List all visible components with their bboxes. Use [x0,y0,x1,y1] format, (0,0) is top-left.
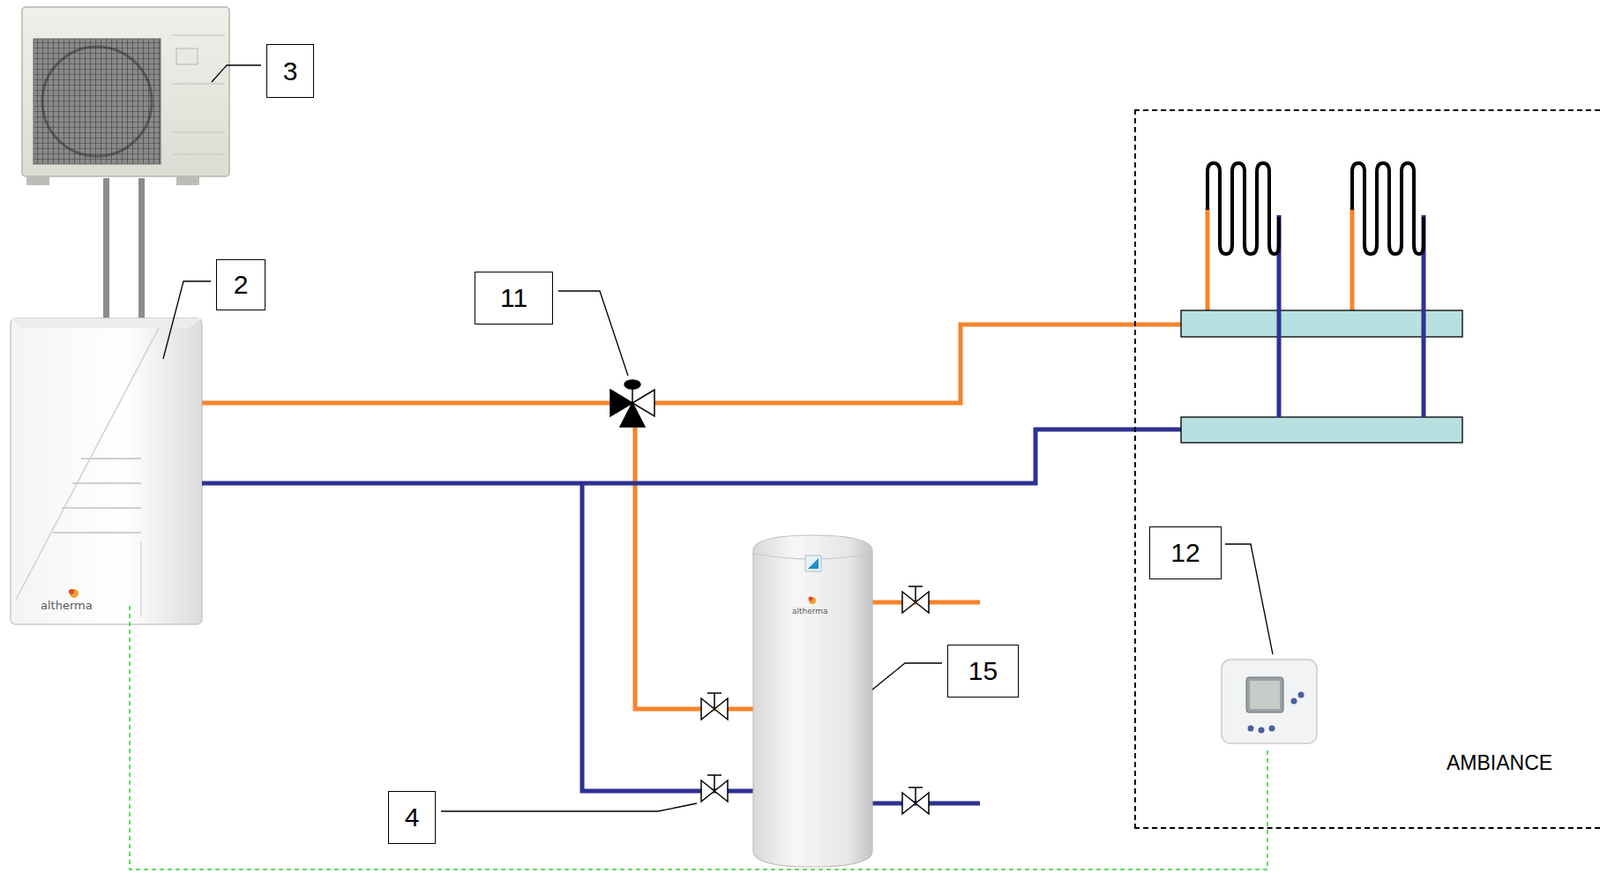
callout-number: 15 [968,656,998,687]
callout-box: 12 [1149,526,1222,580]
manifold [1181,310,1463,443]
leader-line [558,291,629,376]
callout-box: 3 [266,44,315,98]
callout-number: 2 [233,269,249,300]
refrigerant-pipes [103,178,145,326]
heating-coil [1207,163,1424,255]
return-pipes [201,429,1182,804]
shutoff-valve [701,586,929,815]
brand-logo-text: altherma [40,598,93,613]
callout-box: 2 [216,259,266,311]
room-thermostat [1221,659,1317,744]
outdoor-unit [22,7,230,186]
leader-line [163,281,211,359]
zone-label: AMBIANCE [1446,751,1553,776]
room-zone: AMBIANCE 12 [1134,109,1600,830]
leader-line [441,803,697,812]
hot-water-tank [753,535,873,868]
leader-line [872,663,943,690]
callout-box: 11 [474,271,554,325]
leader-line [211,65,262,83]
callout-number: 3 [283,56,299,87]
callout-number: 11 [500,283,528,314]
callout-box: 4 [388,791,436,845]
three-way-valve [610,380,655,427]
leader-line [1225,544,1273,655]
indoor-unit [10,318,202,625]
control-wire [129,605,1268,870]
callout-number: 12 [1170,538,1200,569]
brand-logo-text: altherma [792,606,829,616]
callout-number: 4 [404,802,420,833]
callout-box: 15 [947,644,1019,698]
